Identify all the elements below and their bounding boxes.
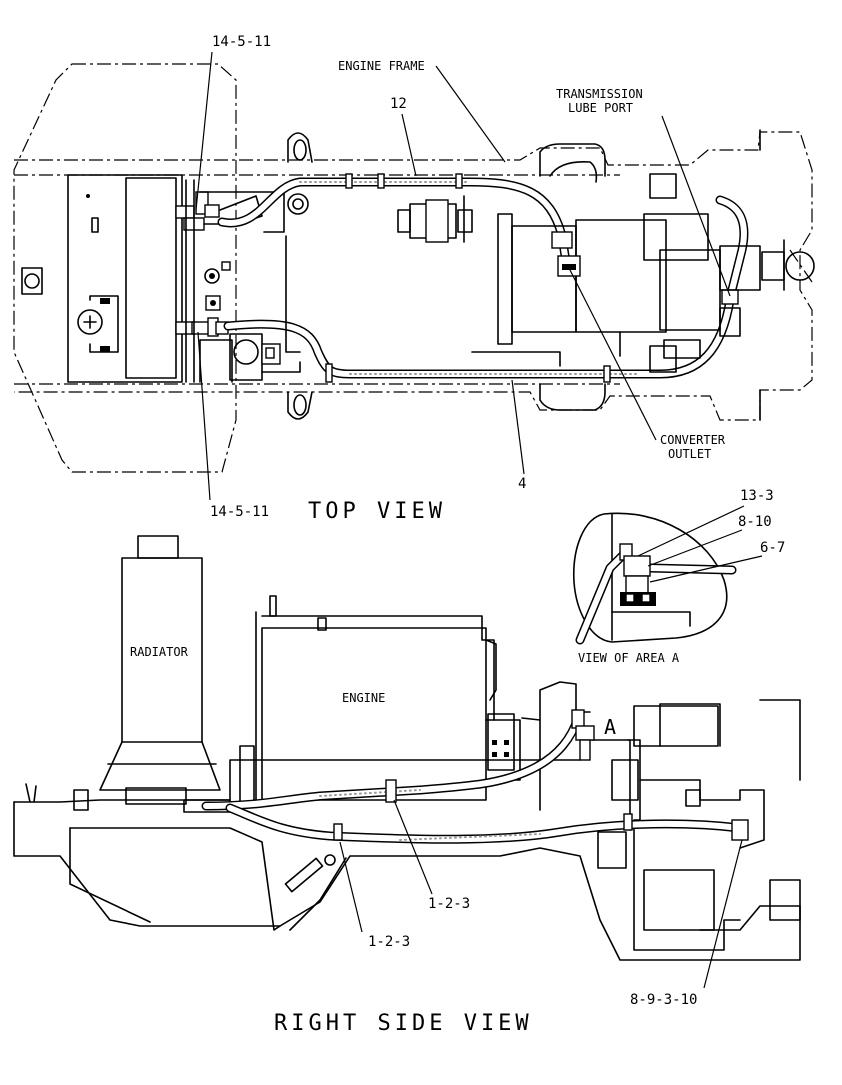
callout-side-clamp-low: 1-2-3	[368, 934, 410, 950]
radiator	[99, 535, 221, 791]
frame-lug-bottom	[287, 391, 313, 420]
area-a-detail: 13-3 8-10 6-7 VIEW OF AREA A	[573, 488, 785, 665]
crossmember-lower	[471, 351, 561, 367]
label-view-of-area-a: VIEW OF AREA A	[578, 651, 680, 665]
leader-top-left-upper	[195, 51, 213, 211]
tow-eye	[21, 267, 43, 295]
label-radiator: RADIATOR	[130, 645, 189, 659]
frame-lug-right-bottom	[539, 383, 606, 411]
callout-top-left-lower: 14-5-11	[210, 504, 269, 520]
area-a-boundary	[573, 512, 728, 643]
radiator-core	[125, 177, 177, 379]
label-area-a: A	[604, 715, 616, 739]
label-outlet: OUTLET	[668, 447, 711, 461]
side-hose-lower	[225, 803, 749, 844]
leader-converter-outlet	[569, 269, 657, 441]
hose-12	[217, 173, 567, 241]
pump-body	[229, 333, 301, 381]
hose-4	[223, 295, 735, 383]
title-right-side-view: RIGHT SIDE VIEW	[274, 1011, 533, 1036]
callout-top-left-upper: 14-5-11	[212, 34, 271, 50]
leader-lube-port	[661, 115, 731, 297]
frame-lug-right-top	[539, 143, 606, 183]
title-top-view: TOP VIEW	[308, 499, 446, 524]
label-transmission: TRANSMISSION	[556, 87, 643, 101]
callout-side-fitting: 8-9-3-10	[630, 992, 697, 1008]
right-side-view: RADIATOR ENGINE	[13, 535, 801, 1036]
engine	[239, 595, 521, 803]
callout-area-a-2: 8-10	[738, 514, 772, 530]
slot-marker	[91, 217, 99, 233]
crossmember-left	[285, 235, 301, 353]
side-hose-upper	[201, 709, 595, 811]
filter-component	[397, 199, 473, 243]
leader-hose-4	[511, 379, 525, 475]
leader-top-left-lower	[197, 331, 211, 501]
callout-hose-4: 4	[518, 476, 526, 492]
top-view: ENGINE FRAME 12 TRANSMISSION LUBE PORT C…	[13, 34, 815, 524]
callout-area-a-1: 13-3	[740, 488, 774, 504]
callout-side-clamp-mid: 1-2-3	[428, 896, 470, 912]
rear-shaft	[649, 129, 815, 421]
bracket-lower	[199, 339, 233, 383]
rivet	[86, 194, 90, 198]
top-body-outline	[13, 63, 237, 473]
callout-area-a-3: 6-7	[760, 540, 785, 556]
converter-outlet-fitting	[551, 231, 581, 277]
leader-engine-frame	[435, 65, 506, 163]
label-engine-frame: ENGINE FRAME	[338, 59, 425, 73]
lube-line	[715, 195, 749, 305]
label-engine: ENGINE	[342, 691, 385, 705]
leader-hose-12	[401, 113, 417, 177]
frame-lug-top	[287, 132, 313, 163]
radiator-top-block	[67, 174, 183, 383]
label-lube-port: LUBE PORT	[568, 101, 633, 115]
filler-cap	[77, 295, 119, 353]
label-converter: CONVERTER	[660, 433, 726, 447]
fitting-lower-left	[175, 261, 231, 337]
transmission-side	[591, 699, 801, 951]
area-a-plate	[611, 611, 691, 627]
engine-frame-outline	[14, 131, 813, 421]
callout-hose-12: 12	[390, 96, 407, 112]
bracket-lines	[185, 179, 285, 383]
area-a-fitting	[623, 555, 651, 577]
